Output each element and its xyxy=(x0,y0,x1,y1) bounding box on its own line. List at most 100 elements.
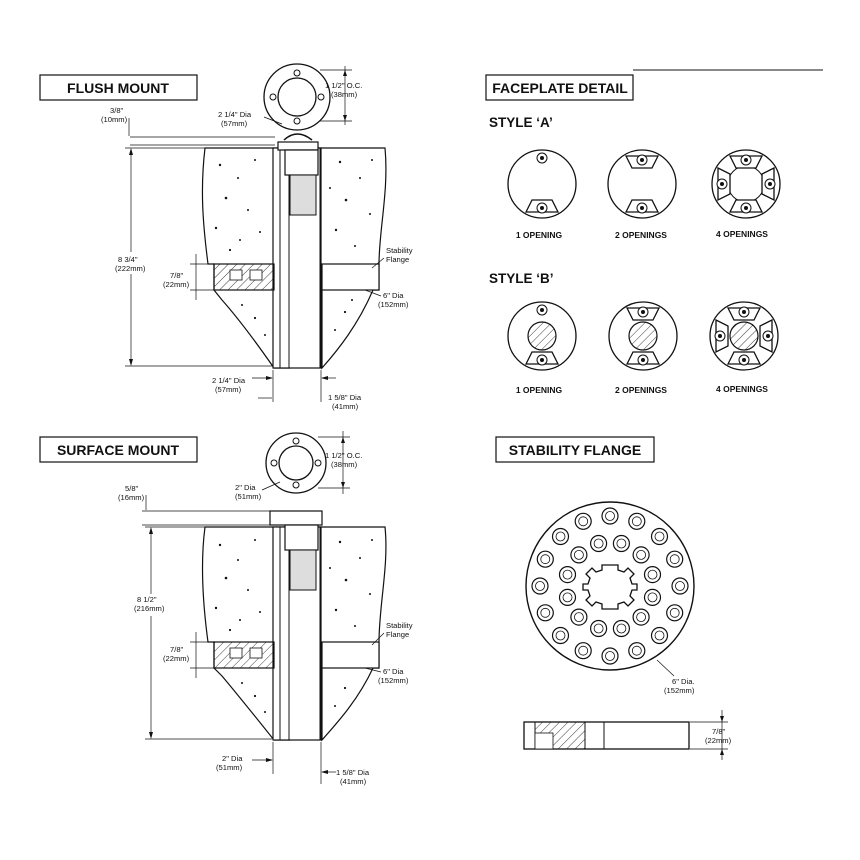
style-a-label: STYLE ‘A’ xyxy=(489,115,553,130)
flush-stability-label: Stability xyxy=(386,246,413,255)
flange-hole-inner xyxy=(631,645,642,656)
surface-top-offset: 5/8" xyxy=(125,484,139,493)
flush-flange-dia: 6" Dia xyxy=(383,291,404,300)
flange-dia-mm: (152mm) xyxy=(664,686,695,695)
faceplate-detail-title: FACEPLATE DETAIL xyxy=(492,80,628,96)
style-b-2-openings xyxy=(608,301,678,371)
flange-center-hole xyxy=(582,564,638,610)
flush-faceplate-dia-mm: (57mm) xyxy=(221,119,248,128)
surface-faceplate-dia-mm: (51mm) xyxy=(235,492,262,501)
flange-hole-inner xyxy=(578,516,589,527)
flush-top-offset-mm: (10mm) xyxy=(101,115,128,124)
flange-hole-inner xyxy=(540,607,551,618)
flange-hole-inner xyxy=(616,623,627,634)
flush-top-offset: 3/8" xyxy=(110,106,124,115)
flange-hole xyxy=(601,647,619,665)
surface-faceplate-dia: 2" Dia xyxy=(235,483,256,492)
flange-hole-inner xyxy=(605,511,615,521)
faceplate-detail-title-box: FACEPLATE DETAIL xyxy=(485,69,823,101)
flange-hole-inner xyxy=(647,569,658,580)
flange-hole xyxy=(570,608,588,626)
flange-hole-inner xyxy=(616,538,627,549)
flange-dia: 6" Dia. xyxy=(672,677,695,686)
flush-mount-title-box: FLUSH MOUNT xyxy=(39,74,198,101)
flange-hole xyxy=(643,565,662,584)
surface-flange-dia: 6" Dia xyxy=(383,667,404,676)
flange-hole xyxy=(574,642,592,660)
flange-thk: 7/8" xyxy=(712,727,726,736)
stability-flange-title: STABILITY FLANGE xyxy=(509,442,641,458)
flange-hole xyxy=(628,642,646,660)
flush-body-dia-mm: (57mm) xyxy=(215,385,242,394)
flange-hole xyxy=(666,604,684,622)
flange-hole-inner xyxy=(578,645,589,656)
flush-faceplate-top-view xyxy=(263,63,331,131)
flange-hole xyxy=(558,565,577,584)
flush-height-mm: (222mm) xyxy=(115,264,146,273)
style-a-caption-4: 4 OPENINGS xyxy=(716,229,768,239)
flange-hole-inner xyxy=(636,612,646,622)
flange-hole xyxy=(601,507,619,525)
flange-hole-inner xyxy=(654,630,665,641)
flange-hole xyxy=(558,588,577,607)
flush-oc-dim: 1 1/2" O.C. xyxy=(325,81,362,90)
flange-hole-inner xyxy=(669,607,680,618)
surface-pipe-dia-mm: (41mm) xyxy=(340,777,367,786)
flange-hole xyxy=(650,527,669,546)
flange-hole-inner xyxy=(562,569,573,580)
flange-hole-inner xyxy=(574,612,584,622)
flange-hole xyxy=(574,512,592,530)
flange-hole xyxy=(628,512,646,530)
flange-hole xyxy=(643,588,662,607)
flange-hole xyxy=(612,534,631,553)
style-b-caption-2: 2 OPENINGS xyxy=(615,385,667,395)
surface-top-offset-mm: (16mm) xyxy=(118,493,145,502)
surface-mount-drawing: 1 1/2" O.C. (38mm) 2" Dia (51mm) 5/8" xyxy=(118,431,413,786)
flange-hole xyxy=(531,577,549,595)
flush-flange-thk: 7/8" xyxy=(170,271,184,280)
flange-hole xyxy=(671,577,689,595)
style-b-4-openings xyxy=(709,301,779,371)
flange-thk-mm: (22mm) xyxy=(705,736,732,745)
surface-height: 8 1/2" xyxy=(137,595,157,604)
style-a-1-opening xyxy=(507,149,577,219)
style-b-faceplates xyxy=(507,301,779,371)
flange-hole xyxy=(632,608,650,626)
flange-hole-inner xyxy=(535,581,545,591)
flange-hole xyxy=(570,546,588,564)
flush-faceplate-dia: 2 1/4" Dia xyxy=(218,110,252,119)
stability-flange-side-view xyxy=(523,721,690,750)
surface-concrete-texture xyxy=(214,539,373,713)
surface-body-dia-mm: (51mm) xyxy=(216,763,243,772)
flange-holes xyxy=(531,507,689,665)
surface-height-mm: (216mm) xyxy=(134,604,165,613)
flush-height: 8 3/4" xyxy=(118,255,138,264)
flange-hole-inner xyxy=(540,554,551,565)
style-b-caption-4: 4 OPENINGS xyxy=(716,384,768,394)
flange-hole xyxy=(650,626,669,645)
flange-hole-inner xyxy=(562,592,573,603)
surface-body-dia: 2" Dia xyxy=(222,754,243,763)
stability-flange-title-box: STABILITY FLANGE xyxy=(495,436,655,463)
surface-mount-title-box: SURFACE MOUNT xyxy=(39,436,198,463)
surface-flange-thk: 7/8" xyxy=(170,645,184,654)
flush-flange-dia-mm: (152mm) xyxy=(378,300,409,309)
flush-concrete-texture xyxy=(214,159,373,336)
flange-hole xyxy=(632,546,650,564)
flange-hole-inner xyxy=(647,592,658,603)
flange-hole-inner xyxy=(675,581,685,591)
style-a-faceplates xyxy=(507,149,781,219)
surface-flange-thk-mm: (22mm) xyxy=(163,654,190,663)
flange-hole xyxy=(551,626,570,645)
style-a-4-openings xyxy=(711,149,781,219)
flange-hole xyxy=(551,527,570,546)
flange-hole xyxy=(536,550,554,568)
flange-hole-inner xyxy=(605,651,615,661)
flush-oc-dim-mm: (38mm) xyxy=(331,90,358,99)
flange-hole xyxy=(589,534,608,553)
style-b-caption-1: 1 OPENING xyxy=(516,385,563,395)
style-b-1-opening xyxy=(507,301,577,371)
flange-hole-inner xyxy=(631,516,642,527)
flush-pipe-dia: 1 5/8" Dia xyxy=(328,393,362,402)
